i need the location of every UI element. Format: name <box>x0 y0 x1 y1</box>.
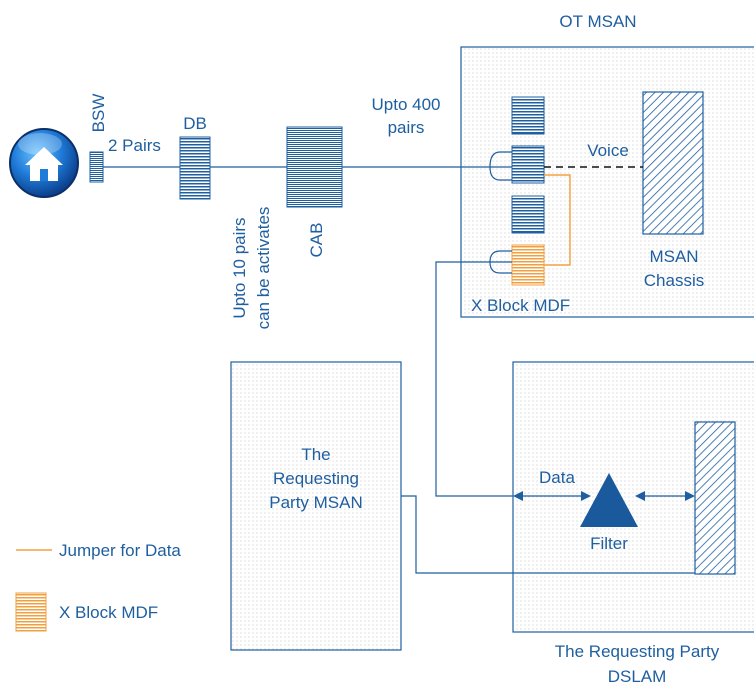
mdf-block-lower <box>511 195 545 234</box>
data-arrow-left <box>513 491 523 501</box>
msan-chassis-line2: Chassis <box>644 271 704 290</box>
upto-400-line1: Upto 400 <box>372 95 441 114</box>
x-block-mdf <box>511 244 545 286</box>
data-arrow-right <box>581 491 591 501</box>
ot-msan-box <box>460 46 754 318</box>
db-label: DB <box>183 114 207 133</box>
msan-chassis <box>642 91 704 235</box>
bsw-label: BSW <box>89 94 108 133</box>
xblock-fan-in <box>489 250 512 274</box>
two-pairs-label: 2 Pairs <box>108 136 161 155</box>
cab-label: CAB <box>307 223 326 258</box>
upto-10-line2: can be activates <box>254 207 273 330</box>
legend-xblock-swatch <box>15 592 47 632</box>
bsw-block <box>89 151 104 183</box>
filter-link-arrow-left <box>635 491 645 501</box>
filter-link-arrow-right <box>685 491 695 501</box>
xblock-feeder <box>435 261 513 497</box>
upto-10-line1: Upto 10 pairs <box>230 217 249 318</box>
legend-jumper-label: Jumper for Data <box>59 541 181 560</box>
req-dslam-line2: DSLAM <box>608 667 667 686</box>
filter-triangle <box>580 473 638 527</box>
db-block <box>179 136 211 200</box>
data-label: Data <box>539 468 575 487</box>
data-jumper <box>544 174 571 266</box>
legend-xblock-label: X Block MDF <box>59 603 158 622</box>
requesting-party-msan-box <box>230 361 402 651</box>
cab-block <box>286 126 343 208</box>
mdf-block-voice <box>511 145 545 184</box>
msan-to-dslam-line <box>401 495 695 574</box>
home-icon <box>9 128 79 198</box>
ot-msan-title: OT MSAN <box>559 12 636 31</box>
req-msan-line2: Requesting <box>273 469 359 488</box>
xblock-mdf-label: X Block MDF <box>471 296 570 315</box>
req-msan-line1: The <box>301 445 330 464</box>
voice-label: Voice <box>587 141 629 160</box>
dslam-chassis <box>694 421 736 575</box>
req-dslam-line1: The Requesting Party <box>555 642 720 661</box>
mdf-block-top <box>511 96 545 135</box>
voice-fan-in <box>489 151 512 181</box>
upto-400-line2: pairs <box>388 118 425 137</box>
filter-label: Filter <box>590 534 628 553</box>
msan-chassis-line1: MSAN <box>649 247 698 266</box>
req-msan-line3: Party MSAN <box>269 493 363 512</box>
